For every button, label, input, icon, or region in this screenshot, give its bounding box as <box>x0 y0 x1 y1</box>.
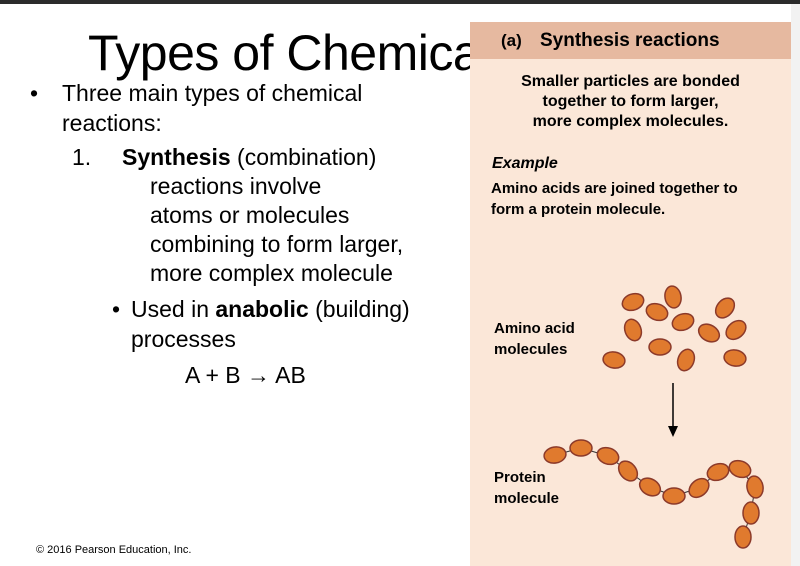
summary-line: more complex molecules. <box>532 113 729 130</box>
window-edge <box>791 4 800 566</box>
amino-acid-molecule <box>697 323 721 343</box>
sub-pre: Used in <box>131 296 216 322</box>
example-line: Amino acids are joined together to <box>491 180 738 197</box>
protein-label-line: molecule <box>494 490 560 507</box>
item-heading: Synthesis (combination) <box>122 144 376 171</box>
item-rest: (combination) <box>230 144 377 170</box>
figure-header: (a) Synthesis reactions <box>470 22 791 59</box>
figure-summary: Smaller particles are bonded together to… <box>470 72 791 132</box>
bullet-text: Three main types of chemical <box>62 80 363 106</box>
protein-chain-unit <box>706 462 730 482</box>
amino-acid-molecule <box>621 292 645 312</box>
protein-chain-unit <box>569 439 593 457</box>
sub-bullet-line2: processes <box>131 326 236 352</box>
amino-label-line: molecules <box>494 341 568 358</box>
amino-acid-molecule <box>602 351 626 369</box>
item-number: 1. <box>72 144 92 170</box>
bullet-text-2: reactions: <box>62 110 162 136</box>
example-line: form a protein molecule. <box>491 201 666 218</box>
example-text: Amino acids are joined together to form … <box>491 178 738 220</box>
protein-label-line: Protein <box>494 469 546 486</box>
summary-line: together to form larger, <box>542 93 719 110</box>
item-line: combining to form larger, <box>150 231 404 257</box>
amino-acid-molecule <box>645 302 669 322</box>
protein-chain-unit <box>728 459 752 479</box>
protein-chain-unit <box>734 525 752 549</box>
protein-chain-unit <box>742 501 760 525</box>
bullet-dot: • <box>30 80 39 106</box>
sub-post: (building) <box>308 296 410 322</box>
window-top-bar <box>0 0 800 4</box>
sub-bullet-dot: • <box>112 296 121 322</box>
item-line: reactions involve <box>150 173 322 199</box>
protein-chain-unit <box>617 460 639 482</box>
item-line: more complex molecule <box>150 260 393 286</box>
figure-label: (a) <box>501 31 522 50</box>
protein-label: Protein molecule <box>494 467 559 509</box>
example-label: Example <box>492 155 558 172</box>
sub-bullet: Used in anabolic (building) <box>131 296 410 323</box>
protein-chain-unit <box>543 446 567 464</box>
amino-acid-molecule <box>723 349 747 367</box>
sub-term: anabolic <box>215 296 309 322</box>
item-term: Synthesis <box>122 144 231 170</box>
protein-chain-unit <box>638 477 662 497</box>
amino-acid-molecule <box>676 348 696 372</box>
arrow-head-icon <box>668 426 678 437</box>
protein-chain-unit <box>662 487 686 505</box>
amino-acid-molecule <box>664 285 682 309</box>
slide-title: Types of Chemica <box>88 25 481 81</box>
amino-label: Amino acid molecules <box>494 318 575 360</box>
equation: A + B → AB <box>185 362 306 388</box>
protein-chain-unit <box>746 475 764 499</box>
protein-chain-unit <box>596 446 620 466</box>
item-line: atoms or molecules <box>150 202 350 228</box>
figure-heading: Synthesis reactions <box>540 30 720 51</box>
amino-acid-molecule <box>623 318 643 342</box>
copyright: © 2016 Pearson Education, Inc. <box>36 544 192 556</box>
amino-label-line: Amino acid <box>494 320 575 337</box>
protein-chain-unit <box>688 477 710 499</box>
amino-acid-molecule <box>714 297 736 319</box>
amino-acid-molecule <box>648 338 672 356</box>
amino-acid-molecule <box>725 319 747 341</box>
amino-acid-molecule <box>671 312 695 332</box>
summary-line: Smaller particles are bonded <box>521 73 740 90</box>
